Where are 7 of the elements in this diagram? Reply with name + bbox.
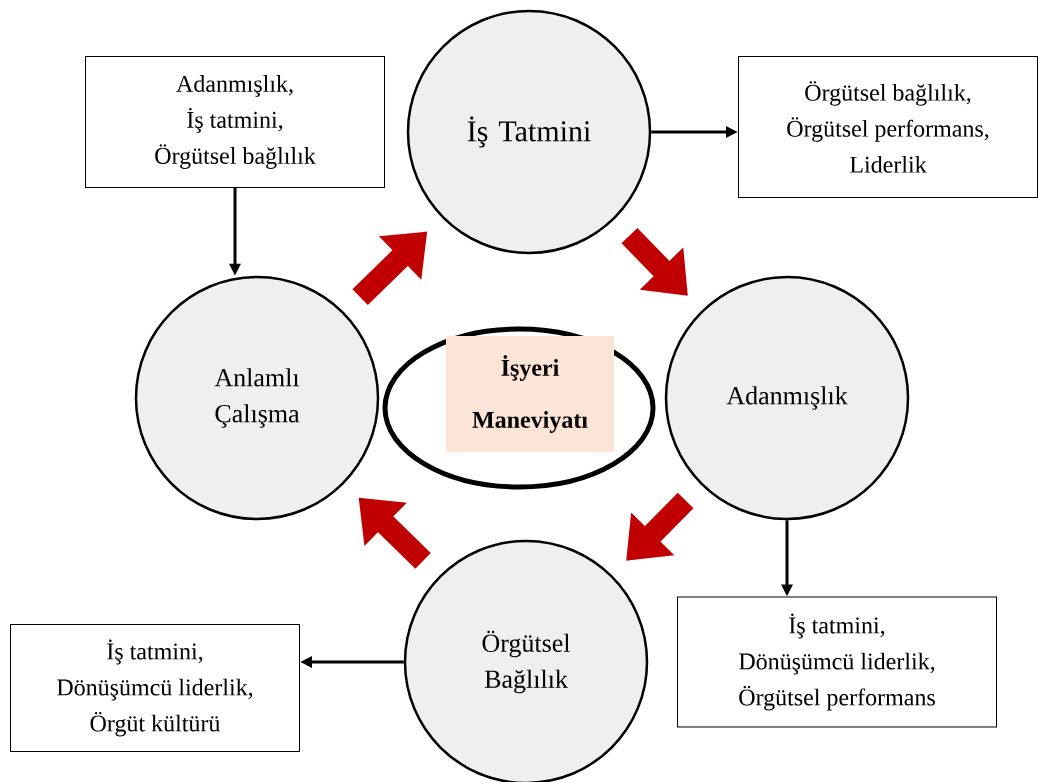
highlight-box: İşyeri Maneviyatı [446, 336, 614, 452]
text-box: İş tatmini, Dönüşümcü liderlik, Örgüt kültürü [10, 624, 300, 752]
text-box: Örgütsel bağlılık, Örgütsel performans, Liderlik [738, 56, 1038, 198]
block-arrow [626, 492, 694, 561]
block-arrow [621, 227, 688, 296]
text-box: İş tatmini, Dönüşümcü liderlik, Örgütsel performans [677, 596, 997, 728]
text-box: Adanmışlık, İş tatmini, Örgütsel bağlılık [85, 56, 385, 188]
